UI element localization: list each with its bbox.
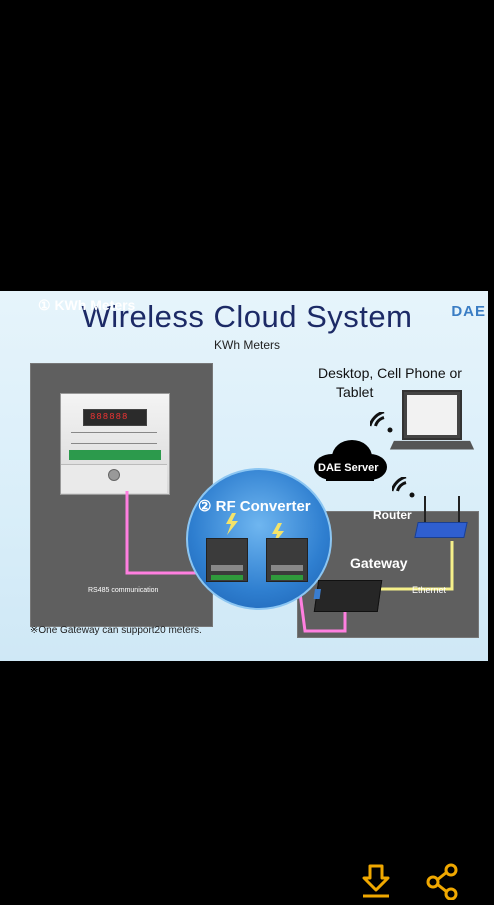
meter-display: 888888 (90, 412, 129, 422)
presentation-slide-image: Wireless Cloud System KWh Meters DAE ① K… (0, 291, 494, 661)
rf-converter-device-left (206, 538, 248, 582)
share-icon (426, 863, 458, 901)
rf-converter-device-right (266, 538, 308, 582)
router-device (414, 522, 468, 538)
gateway-wire (298, 592, 347, 633)
slide-subtitle: KWh Meters (213, 338, 280, 352)
slide-title: Wireless Cloud System (81, 299, 413, 334)
gateway-device (313, 580, 383, 612)
wifi-icon (392, 477, 415, 498)
rf-converter-title: ② RF Converter (198, 498, 311, 515)
router-antenna (458, 496, 460, 526)
wifi-icon (370, 412, 393, 433)
download-icon (362, 864, 390, 898)
dae-logo: DAE (451, 303, 486, 320)
ethernet-wire (378, 541, 454, 591)
download-button[interactable] (357, 862, 395, 900)
cloud-icon (314, 440, 387, 481)
kwh-meter-device: 888888 (60, 393, 170, 495)
wiring-diagram (125, 491, 454, 633)
viewer-edge (488, 291, 494, 661)
lightning-icon (226, 513, 238, 535)
router-antenna (424, 496, 426, 526)
laptop-icon (402, 390, 462, 440)
dae-server-label: DAE Server (318, 462, 379, 474)
kwh-meters-title: ① KWh Meters (38, 297, 136, 313)
rs485-wire (125, 491, 204, 575)
share-button[interactable] (424, 862, 462, 901)
router-label: Router (373, 508, 412, 522)
client-devices-label: Desktop, Cell Phone or Tablet (318, 365, 462, 400)
ethernet-label: Ethernet (412, 585, 447, 595)
gateway-label: Gateway (350, 555, 408, 571)
meter-knob-icon (108, 469, 120, 481)
rs485-label: RS485 communication (88, 587, 159, 594)
gateway-note: ※One Gateway can support20 meters. (30, 625, 202, 636)
